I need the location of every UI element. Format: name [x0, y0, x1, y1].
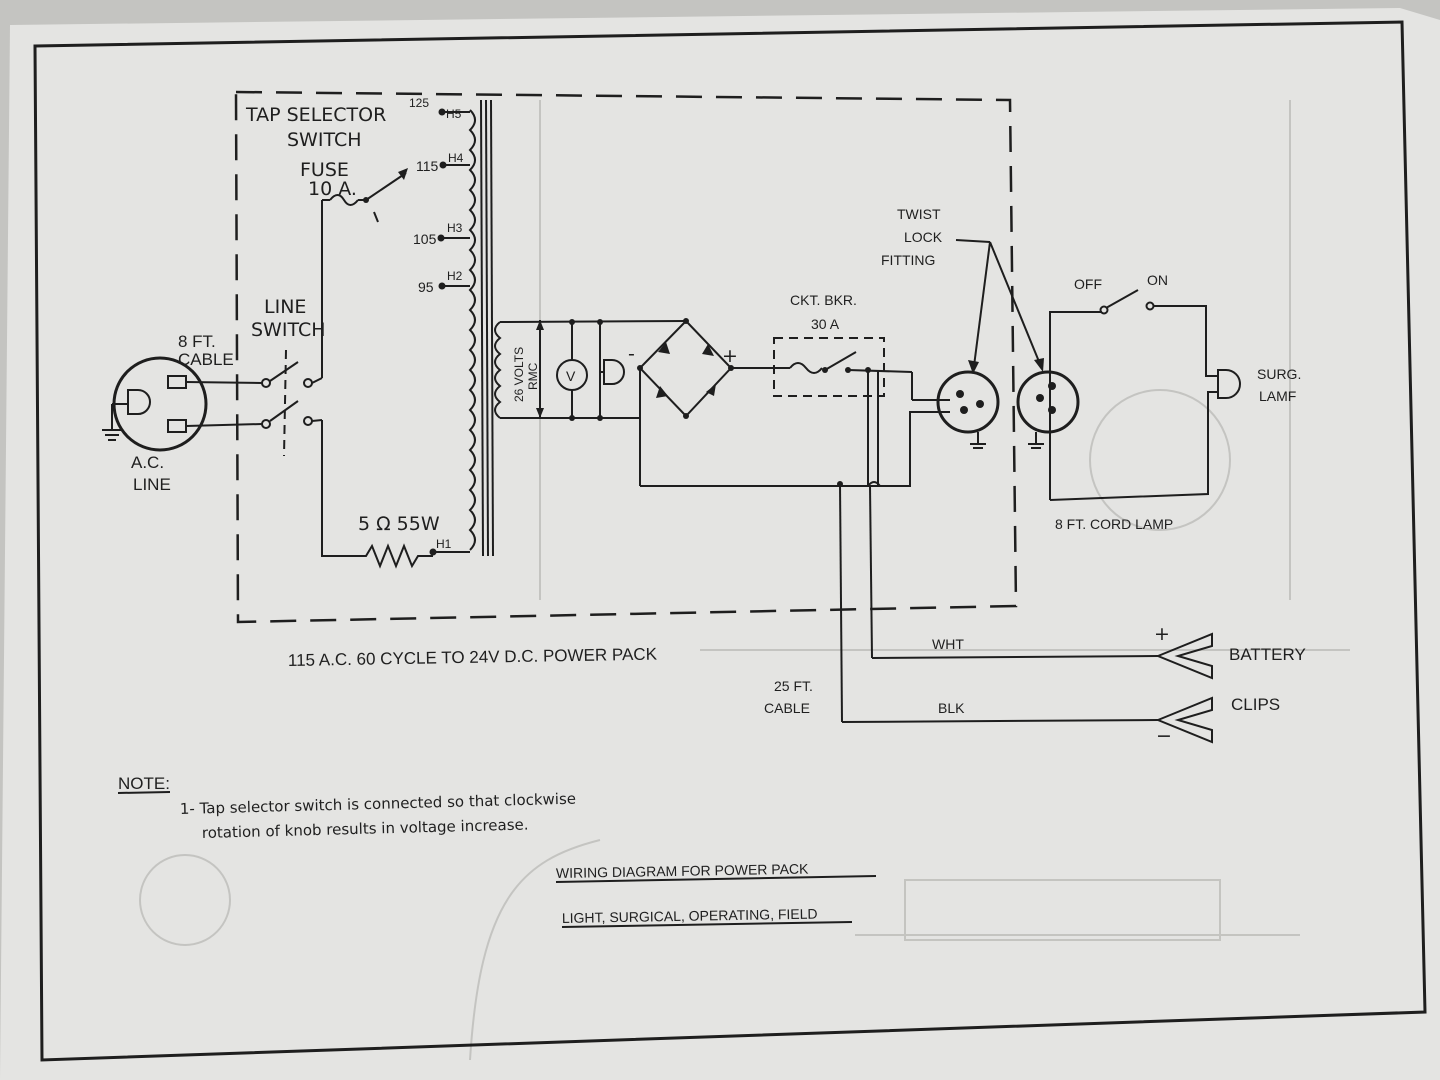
battery-minus-label: − — [1156, 725, 1172, 747]
h5-label: H5 — [446, 107, 462, 121]
voltmeter-label: V — [566, 368, 576, 384]
cable-25ft-label-2: CABLE — [764, 700, 810, 716]
diagram-title-line-1: WIRING DIAGRAM FOR POWER PACK — [556, 861, 809, 881]
twist-lock-label-3: FITTING — [881, 252, 935, 268]
twist-lock-label-2: LOCK — [904, 229, 943, 245]
note-heading: NOTE: — [118, 774, 170, 793]
voltmeter-symbol — [556, 359, 588, 391]
twist-lock-fitting — [936, 239, 1080, 449]
circuit-breaker-label: CKT. BKR. — [790, 292, 857, 308]
h4-label: H4 — [448, 151, 464, 165]
secondary-circuit — [499, 319, 687, 421]
diagram-title-line-2: LIGHT, SURGICAL, OPERATING, FIELD — [562, 906, 818, 926]
line-switch-label-2: SWITCH — [251, 319, 326, 341]
tap-selector-switch — [321, 168, 408, 378]
ac-line-label-2: LINE — [133, 475, 171, 494]
fuse-rating-label: 10 A. — [308, 178, 357, 200]
tap-125-label: 125 — [409, 96, 429, 110]
transformer — [429, 99, 502, 557]
fuse-symbol — [329, 194, 359, 206]
secondary-volts-label: 26 VOLTS — [512, 347, 526, 402]
paper — [0, 8, 1440, 1080]
resistor-symbol — [321, 420, 433, 569]
wht-wire-label: WHT — [932, 636, 964, 652]
tap-95-label: 95 — [418, 279, 434, 295]
twist-lock-label-1: TWIST — [897, 206, 941, 222]
clips-label: CLIPS — [1231, 695, 1280, 714]
cable-8ft-label-2: CABLE — [178, 350, 234, 369]
h2-label: H2 — [447, 269, 463, 283]
outer-border — [33, 20, 1427, 1062]
bridge-rectifier — [637, 318, 776, 486]
rectifier-plus-label: + — [722, 345, 738, 367]
cable-25ft-label-1: 25 FT. — [774, 678, 813, 694]
line-switch-label-1: LINE — [264, 296, 306, 318]
battery-clips — [1155, 632, 1213, 744]
blk-wire-label: BLK — [938, 700, 965, 716]
ac-line-label-1: A.C. — [131, 453, 164, 472]
secondary-coil — [494, 321, 502, 419]
surg-lamp-label-2: LAMF — [1259, 388, 1296, 404]
ac-line-plug — [102, 356, 263, 452]
surg-lamp-label-1: SURG. — [1257, 366, 1301, 382]
secondary-rmc-label: RMC — [526, 362, 540, 390]
show-through — [139, 100, 1350, 1061]
h3-label: H3 — [447, 221, 463, 235]
cord-lamp-circuit — [1049, 289, 1241, 501]
core-line-2 — [485, 99, 489, 557]
output-wiring — [640, 411, 1159, 723]
battery-plus-label: + — [1154, 623, 1170, 645]
on-label: ON — [1147, 272, 1168, 288]
surgical-lamp-symbol — [1217, 369, 1241, 399]
tap-selector-switch-label: SWITCH — [287, 129, 362, 151]
pilot-lamp-symbol — [603, 359, 625, 385]
primary-coil — [468, 109, 476, 551]
h1-label: H1 — [436, 537, 452, 551]
tap-105-label: 105 — [413, 231, 437, 247]
battery-label: BATTERY — [1229, 645, 1306, 664]
circuit-breaker-rating-label: 30 A — [811, 316, 840, 332]
cord-lamp-label: 8 FT. CORD LAMP — [1055, 516, 1173, 532]
circuit-breaker — [773, 337, 950, 486]
tap-115-label: 115 — [416, 158, 439, 174]
cable-8ft-label-1: 8 FT. — [178, 332, 216, 351]
fuse-label: FUSE — [300, 159, 349, 181]
core-line-1 — [480, 99, 484, 557]
rectifier-minus-label: - — [628, 343, 635, 365]
resistor-label: 5 Ω 55W — [358, 513, 440, 535]
core-line-3 — [490, 99, 494, 557]
power-pack-enclosure — [234, 90, 1018, 624]
off-label: OFF — [1074, 276, 1102, 292]
tap-selector-label: TAP SELECTOR — [245, 104, 386, 126]
